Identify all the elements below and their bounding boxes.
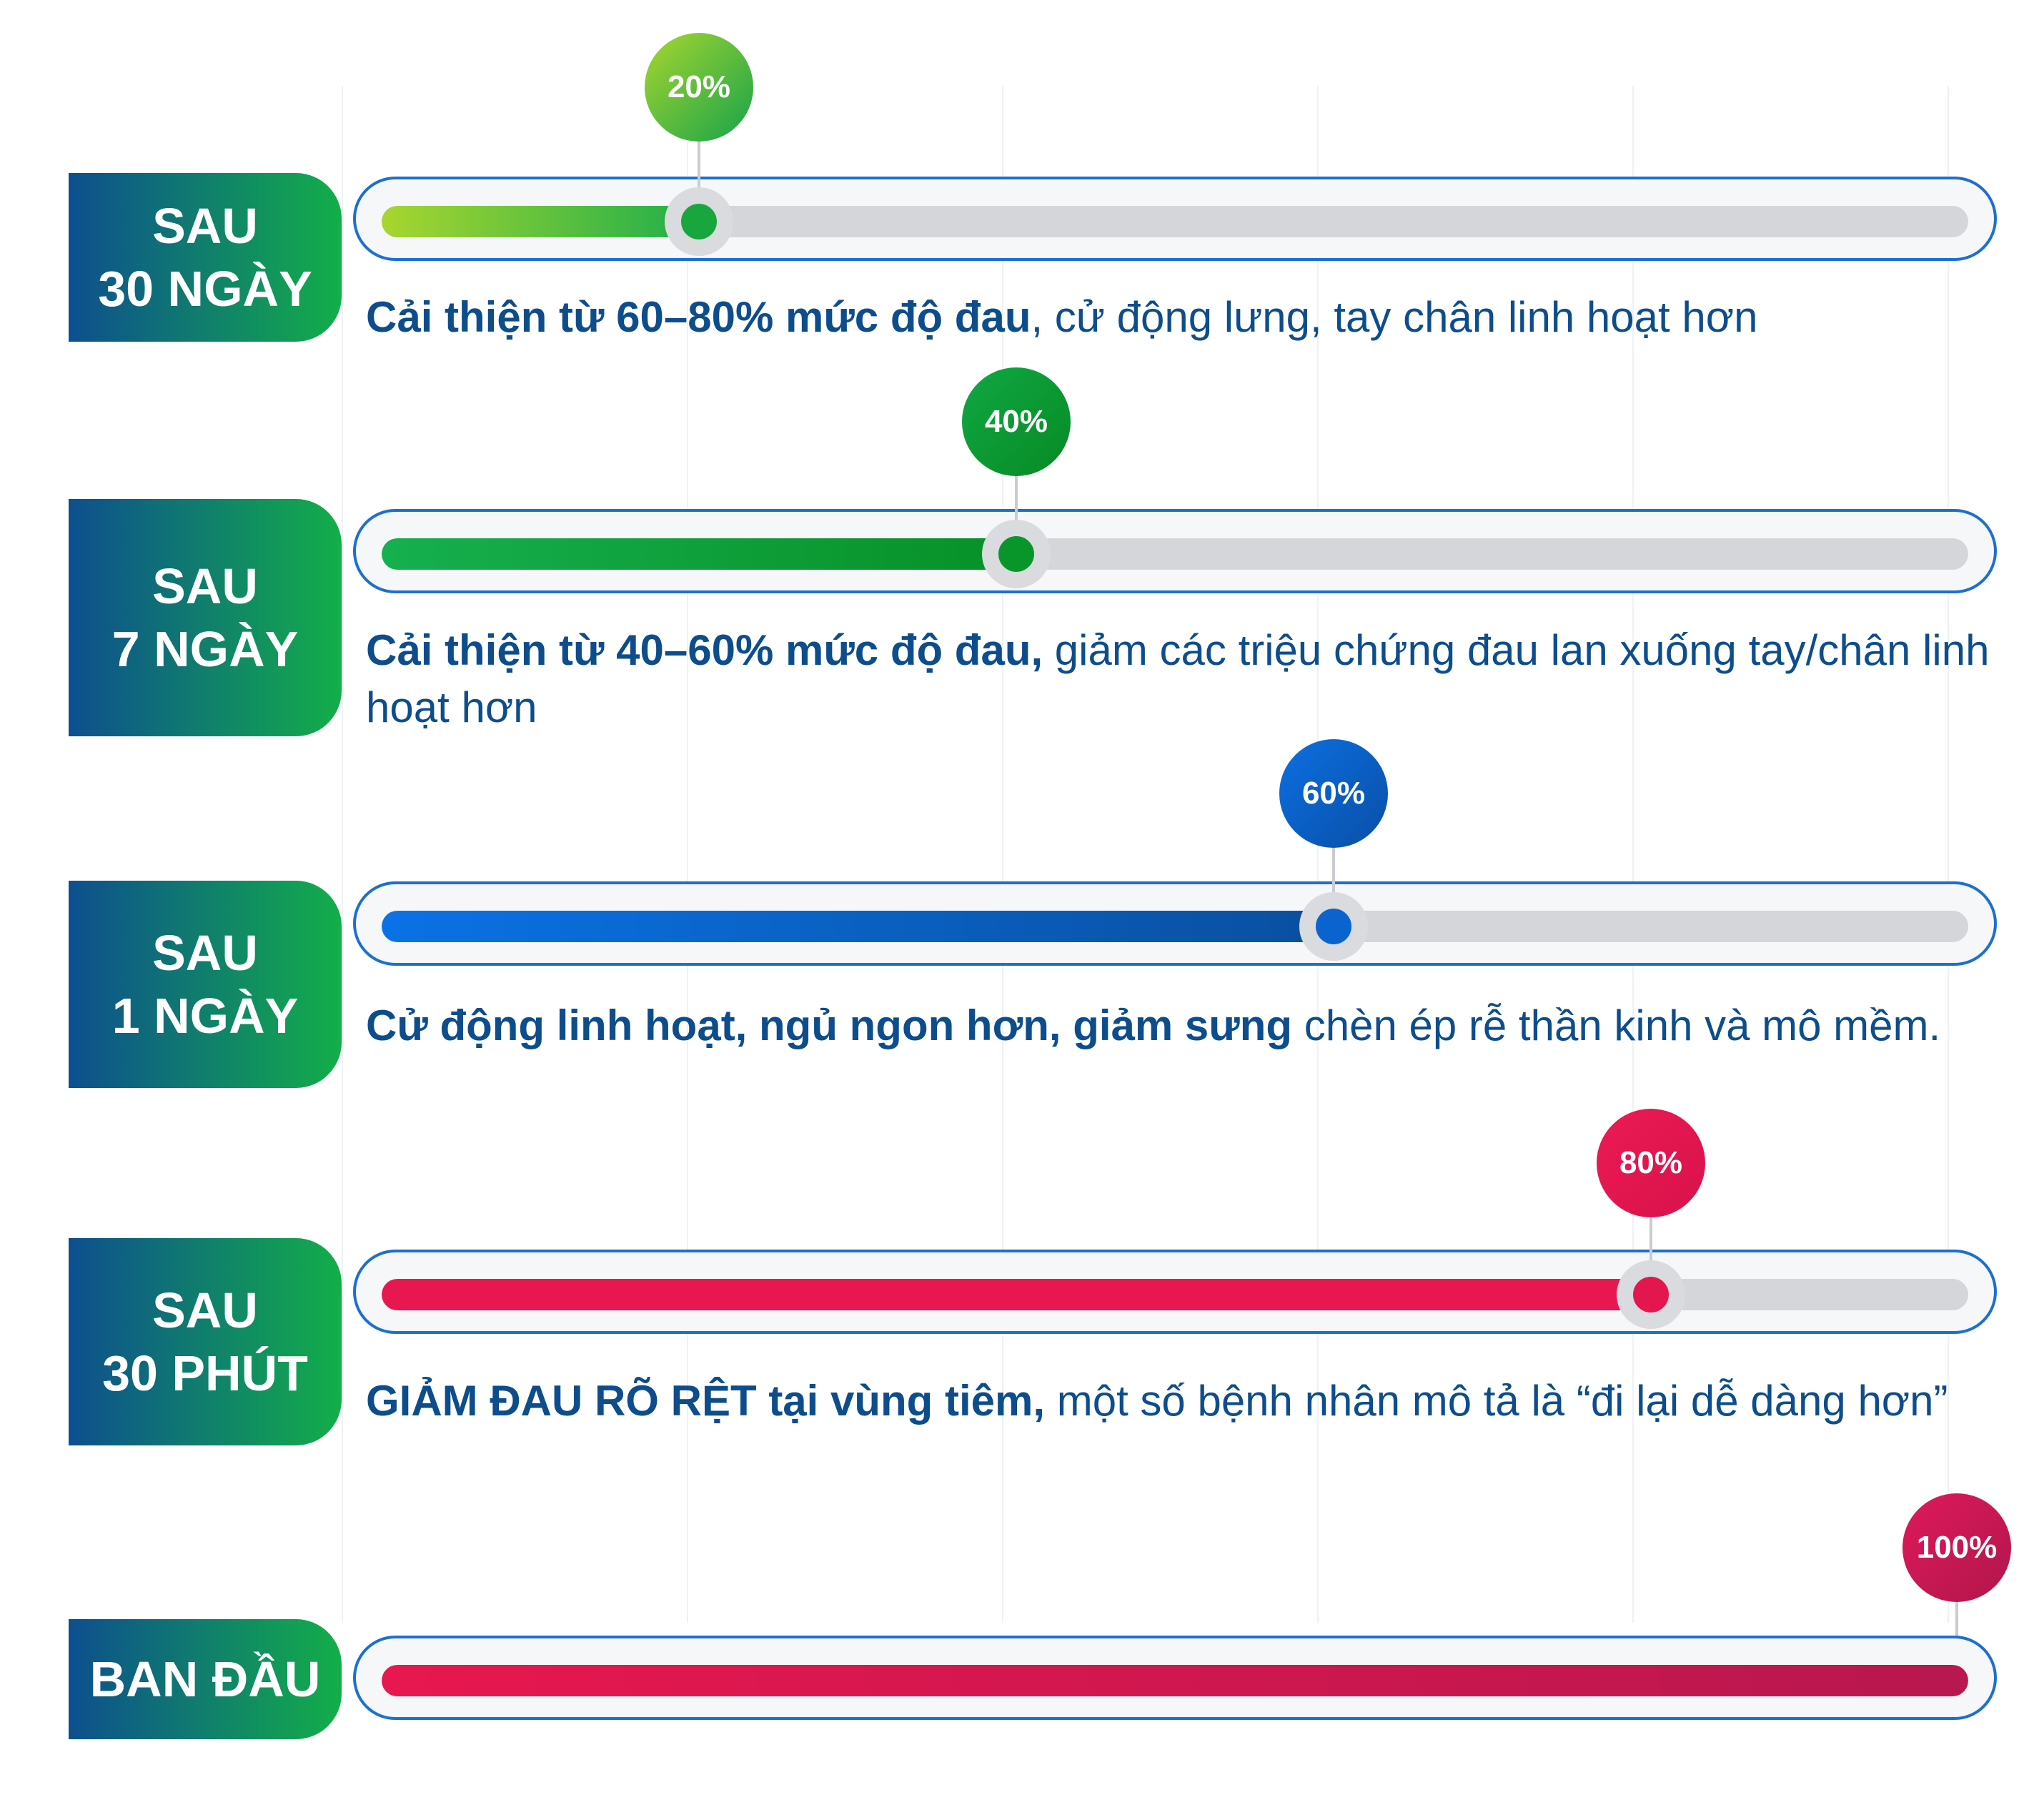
bar-knob — [665, 187, 733, 256]
bar-description-text: chèn ép rễ thần kinh và mô mềm. — [1292, 1002, 1941, 1049]
gridline — [687, 86, 688, 1623]
bar-description: Cải thiện từ 60–80% mức độ đau, cử động … — [366, 289, 2003, 346]
value-label: 80% — [1597, 1109, 1705, 1217]
gridline — [1002, 86, 1003, 1623]
bar-description-text: , cử động lưng, tay chân linh hoạt hơn — [1031, 293, 1758, 341]
bar-description-bold: Cải thiện từ 60–80% mức độ đau — [366, 293, 1031, 341]
value-stem — [1649, 1213, 1652, 1260]
row-label-text: SAU 30 NGÀY — [98, 198, 312, 317]
gridline — [1948, 86, 1949, 1623]
bar-track — [353, 509, 1997, 593]
bar — [382, 206, 699, 237]
row-label: BAN ĐẦU — [69, 1619, 342, 1739]
value-stem — [1955, 1598, 1958, 1636]
value-label: 20% — [645, 33, 753, 142]
bar-description: Cử động linh hoạt, ngủ ngon hơn, giảm sư… — [366, 997, 2003, 1054]
bar-knob-dot — [681, 204, 717, 239]
row-label: SAU 30 NGÀY — [69, 173, 342, 342]
bar-track — [353, 1250, 1997, 1334]
value-stem — [698, 137, 700, 187]
value-label: 60% — [1279, 739, 1388, 848]
bar-description: GIẢM ĐAU RÕ RỆT tại vùng tiêm, một số bệ… — [366, 1373, 2003, 1430]
bar-knob-dot — [998, 536, 1034, 572]
value-stem — [1332, 844, 1335, 892]
bar-description-text: một số bệnh nhân mô tả là “đi lại dễ dàn… — [1045, 1377, 1948, 1425]
bar — [382, 911, 1334, 942]
value-label: 40% — [962, 367, 1071, 476]
bar — [382, 1665, 1968, 1696]
bar — [382, 538, 1016, 570]
bar-knob — [1617, 1260, 1685, 1329]
bar-track-inner — [382, 1665, 1968, 1696]
row-label-text: SAU 1 NGÀY — [111, 925, 299, 1044]
bar-track — [353, 1636, 1997, 1720]
bar-track — [353, 881, 1997, 966]
value-stem — [1015, 472, 1018, 520]
bar-track-inner — [382, 1279, 1968, 1310]
bar-track — [353, 177, 1997, 261]
bar-knob — [982, 520, 1051, 588]
row-label-text: BAN ĐẦU — [89, 1651, 321, 1707]
row-label-text: SAU 30 PHÚT — [102, 1282, 308, 1401]
gridline — [342, 86, 343, 1623]
row-label: SAU 1 NGÀY — [69, 881, 342, 1088]
bar-description-bold: GIẢM ĐAU RÕ RỆT tại vùng tiêm, — [366, 1377, 1046, 1425]
bar-knob-dot — [1316, 909, 1351, 944]
value-label: 100% — [1902, 1493, 2011, 1602]
bar-track-inner — [382, 538, 1968, 570]
bar — [382, 1279, 1651, 1310]
bar-track-inner — [382, 206, 1968, 237]
bar-knob — [1299, 892, 1368, 961]
row-label: SAU 30 PHÚT — [69, 1238, 342, 1445]
gridline — [1317, 86, 1319, 1623]
bar-description-bold: Cải thiện từ 40–60% mức độ đau, — [366, 626, 1043, 674]
bar-description: Cải thiện từ 40–60% mức độ đau, giảm các… — [366, 622, 2003, 736]
row-label: SAU 7 NGÀY — [69, 499, 342, 736]
bar-description-text: giảm các triệu chứng đau lan xuống tay/c… — [366, 626, 1990, 731]
bar-description-bold: Cử động linh hoạt, ngủ ngon hơn, giảm sư… — [366, 1002, 1293, 1049]
bar-track-inner — [382, 911, 1968, 942]
row-label-text: SAU 7 NGÀY — [111, 558, 299, 677]
gridline — [1632, 86, 1634, 1623]
bar-knob-dot — [1633, 1277, 1669, 1312]
